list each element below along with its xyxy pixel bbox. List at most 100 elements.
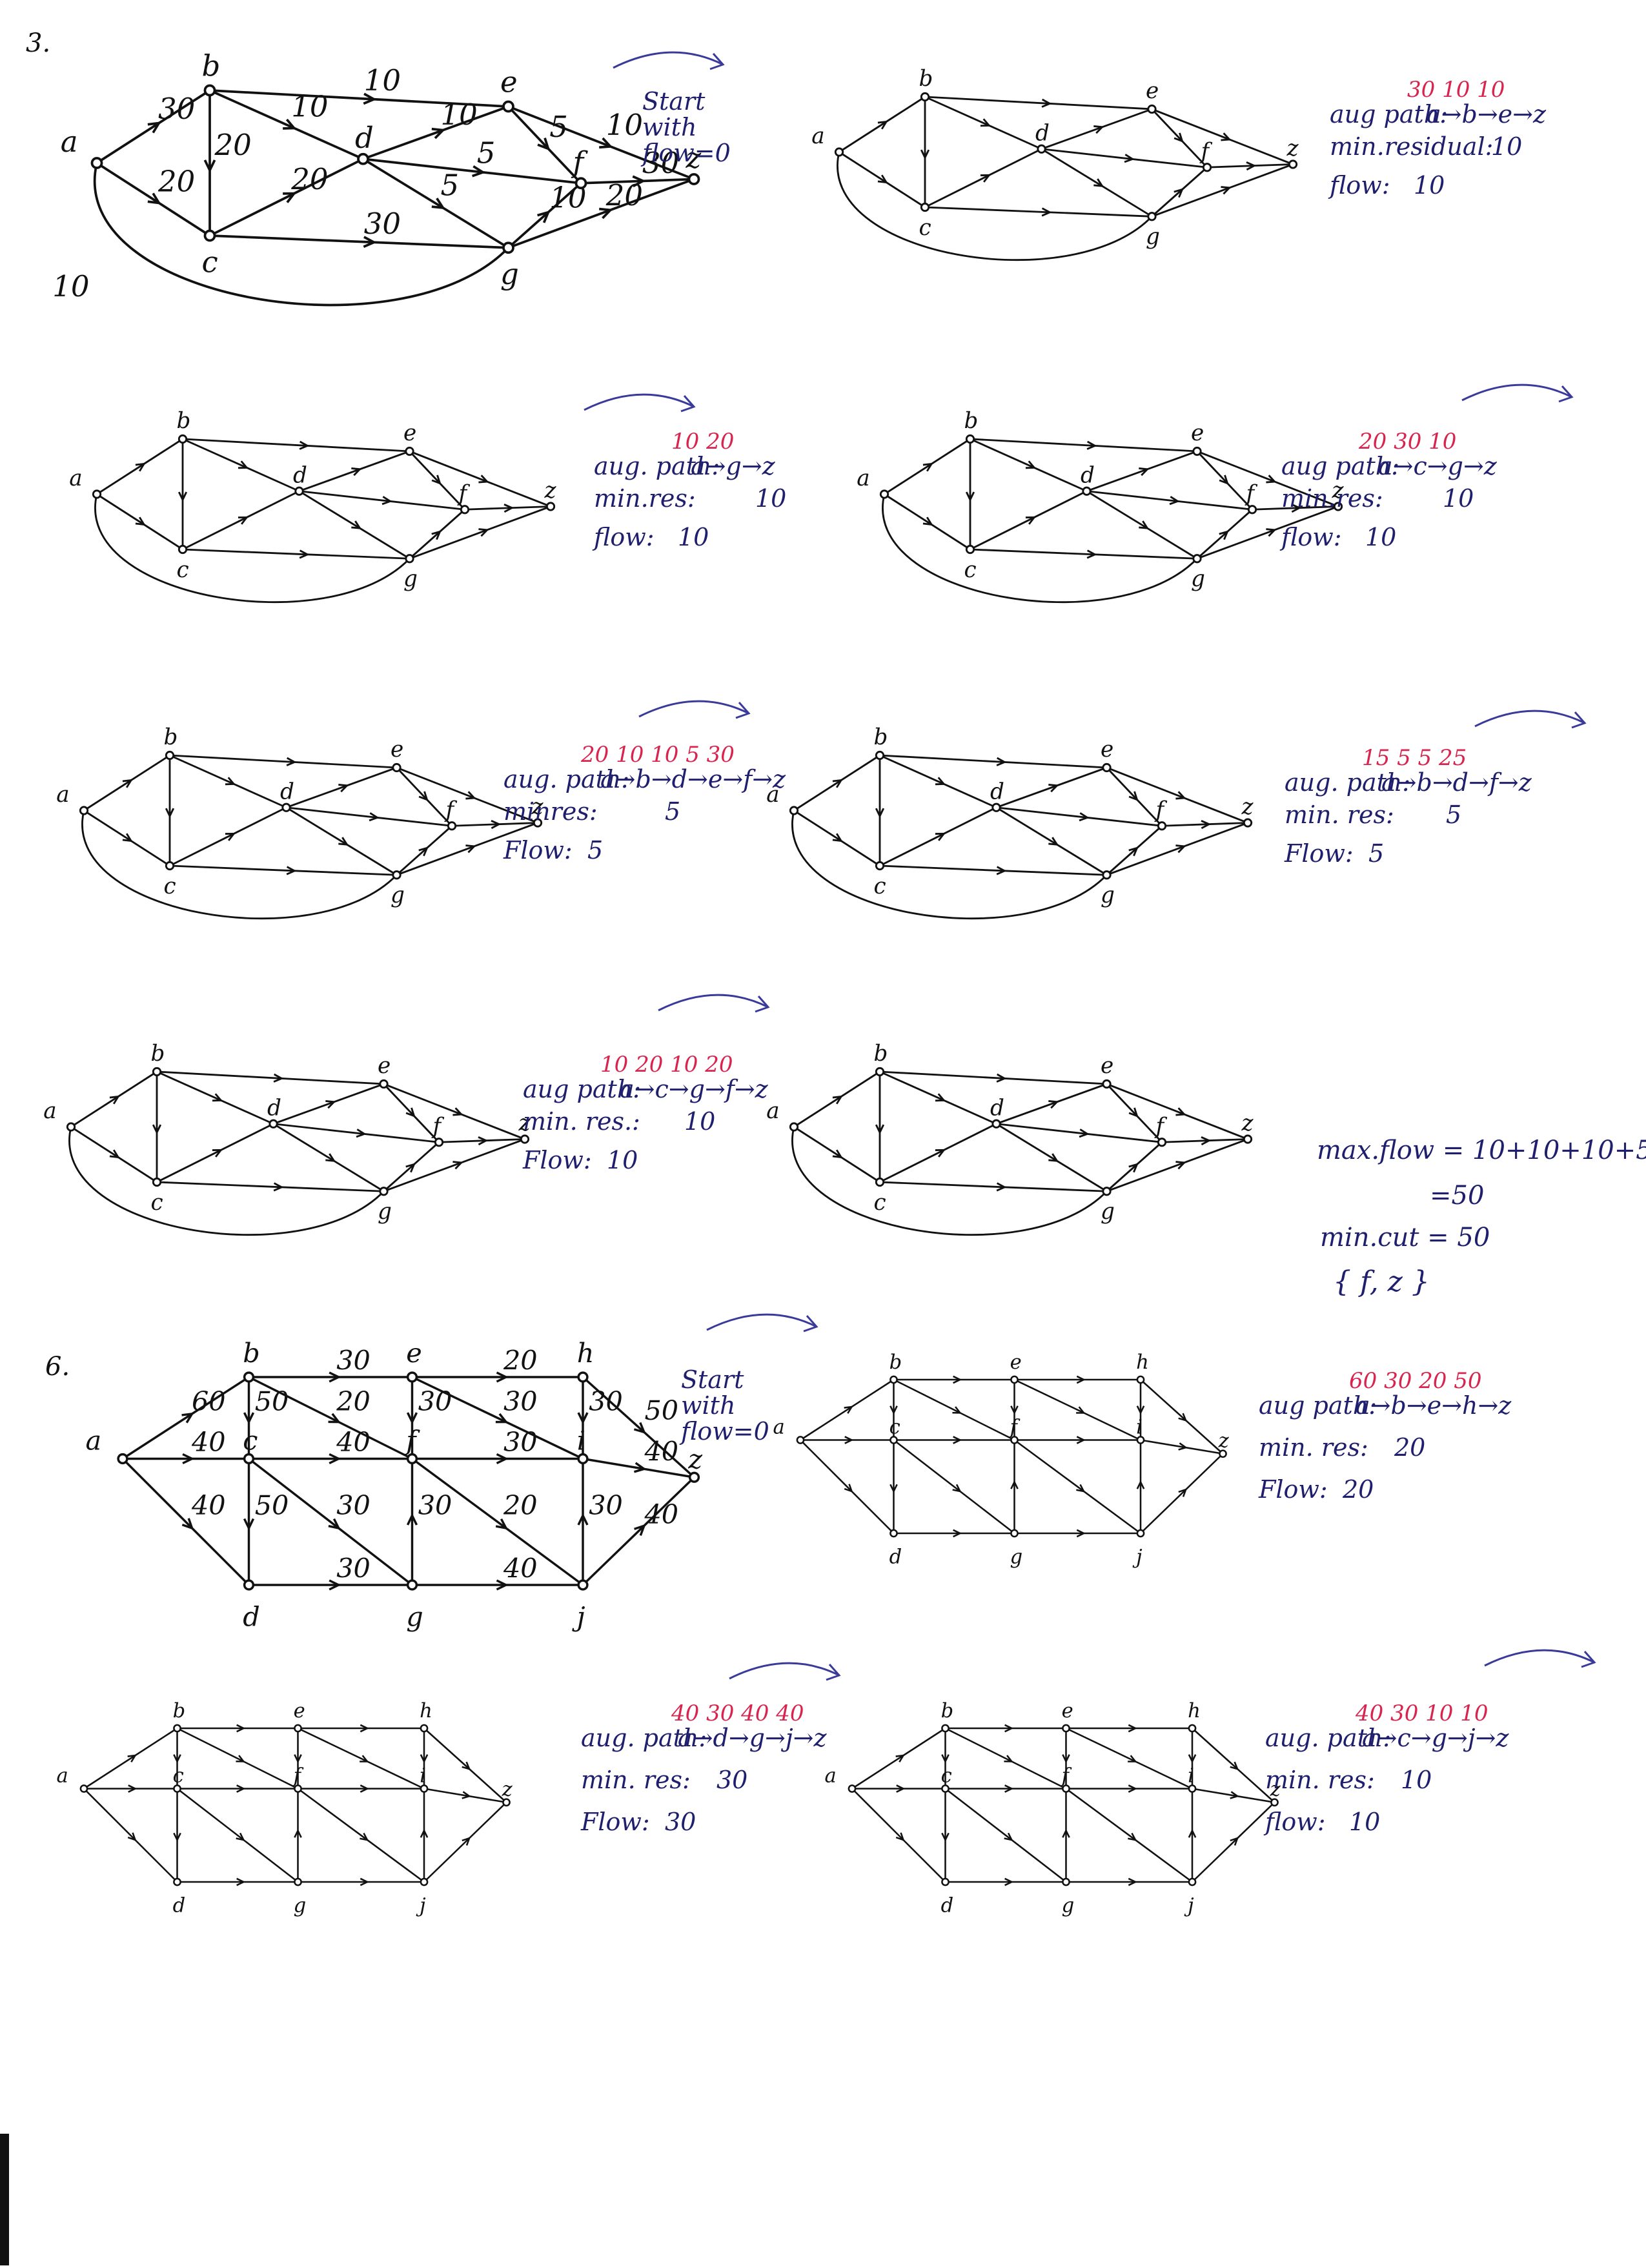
arrow-b-d xyxy=(225,777,236,786)
node-label-e: e xyxy=(1101,737,1113,762)
node-label-h: h xyxy=(420,1700,432,1722)
node-label-f: f xyxy=(1009,1416,1021,1438)
node-z xyxy=(1219,1449,1227,1458)
arrow-d-f xyxy=(356,1129,367,1138)
edge-e-z xyxy=(1196,450,1339,507)
edge-i-z xyxy=(1192,1788,1275,1804)
node-c xyxy=(920,202,930,212)
edge-e-f xyxy=(1106,767,1163,827)
arrow-d-g xyxy=(325,1153,336,1162)
edge-d-e xyxy=(996,1083,1107,1125)
arrow-d-f xyxy=(1079,812,1090,822)
arrow-a-b xyxy=(127,1754,137,1762)
edge-a-b xyxy=(793,1070,880,1128)
edge-c-g xyxy=(169,864,397,876)
edge-d-e xyxy=(299,450,410,493)
arrow-a-c xyxy=(135,516,146,526)
aug-path: a→b→d→e→f→z xyxy=(600,765,786,793)
arrow-a-c xyxy=(832,833,843,843)
aug-path: a→c→g→z xyxy=(1378,452,1498,480)
arrow-c-g xyxy=(996,866,1007,875)
node-j xyxy=(1188,1877,1197,1886)
problem6-start-note: Start with flow=0 xyxy=(679,1365,769,1446)
edge-g-f xyxy=(1106,1141,1163,1192)
arrow-g-z xyxy=(1175,844,1186,853)
node-label-e: e xyxy=(1062,1700,1073,1722)
edge-e-i xyxy=(411,1376,584,1460)
edge-a-g xyxy=(94,163,509,307)
edge-d-f xyxy=(363,158,582,185)
node-e xyxy=(1147,104,1157,114)
arrow-f-z xyxy=(1246,161,1257,171)
node-d xyxy=(889,1529,898,1538)
node-z xyxy=(1288,159,1298,169)
edge-f-j xyxy=(297,1788,425,1883)
path-flows: 15 5 5 25 xyxy=(1362,745,1467,771)
edge-label-d-e: 10 xyxy=(441,97,478,132)
edge-label-c-d: 50 xyxy=(255,1490,289,1521)
edge-label-d-f: 5 xyxy=(477,136,496,170)
path-flows: 30 10 10 xyxy=(1407,77,1505,103)
node-e xyxy=(405,446,414,456)
node-d xyxy=(243,1579,255,1591)
arrow-e-z xyxy=(1175,791,1186,800)
arrow-h-i xyxy=(420,1754,429,1764)
edge-a-c xyxy=(884,493,971,551)
arrow-e-f xyxy=(537,138,551,151)
min-res-value: 30 xyxy=(716,1766,747,1794)
node-label-b: b xyxy=(889,1351,902,1374)
arrow-g-z xyxy=(1221,186,1232,195)
edge-a-b xyxy=(83,1727,178,1790)
edge-label-a-c: 40 xyxy=(191,1427,226,1458)
arrow-f-z xyxy=(503,503,514,513)
arrow-h-z xyxy=(462,1761,471,1771)
edge-a-b xyxy=(96,89,211,165)
edge-label-e-h: 20 xyxy=(503,1345,538,1376)
node-e xyxy=(1010,1375,1019,1384)
edge-b-f xyxy=(893,1378,1015,1441)
arrow-c-g xyxy=(299,549,310,559)
arrow-e-z xyxy=(452,1107,463,1116)
node-j xyxy=(420,1877,429,1886)
node-f xyxy=(460,505,470,515)
min-res-label: min.res: xyxy=(594,484,696,513)
node-f xyxy=(1202,163,1212,172)
node-a xyxy=(90,157,103,169)
edge-label-b-e: 10 xyxy=(364,63,401,97)
arrow-f-z xyxy=(632,175,646,188)
node-b xyxy=(875,750,885,761)
edge-label-e-f: 30 xyxy=(418,1386,452,1417)
p6-step-arrow-3-head xyxy=(1581,1651,1596,1668)
node-label-z: z xyxy=(1241,1110,1254,1136)
node-label-e: e xyxy=(500,65,518,99)
arrow-d-g xyxy=(338,837,349,846)
edge-label-g-f: 30 xyxy=(418,1490,452,1521)
node-label-i: i xyxy=(577,1425,585,1456)
step-arrow-4-head xyxy=(735,702,751,719)
arrow-e-z xyxy=(465,791,476,800)
edge-d-e xyxy=(362,105,509,161)
edge-c-d xyxy=(156,1123,274,1183)
node-label-a: a xyxy=(811,123,824,149)
node-z xyxy=(1243,818,1253,828)
edge-g-z xyxy=(507,178,695,249)
problem6-header: 6. xyxy=(45,1352,70,1382)
flow-value: 30 xyxy=(665,1808,696,1836)
node-label-h: h xyxy=(1188,1700,1201,1722)
node-b xyxy=(965,434,975,444)
node-label-d: d xyxy=(355,121,374,155)
node-a xyxy=(79,806,89,815)
arrow-e-f xyxy=(1062,1754,1070,1764)
edge-b-d xyxy=(879,754,997,809)
node-label-b: b xyxy=(202,49,221,83)
min-res-label: min.residual: xyxy=(1330,132,1493,161)
edge-a-c xyxy=(96,493,183,551)
arrow-f-i xyxy=(496,1453,509,1465)
node-label-z: z xyxy=(518,1110,531,1136)
